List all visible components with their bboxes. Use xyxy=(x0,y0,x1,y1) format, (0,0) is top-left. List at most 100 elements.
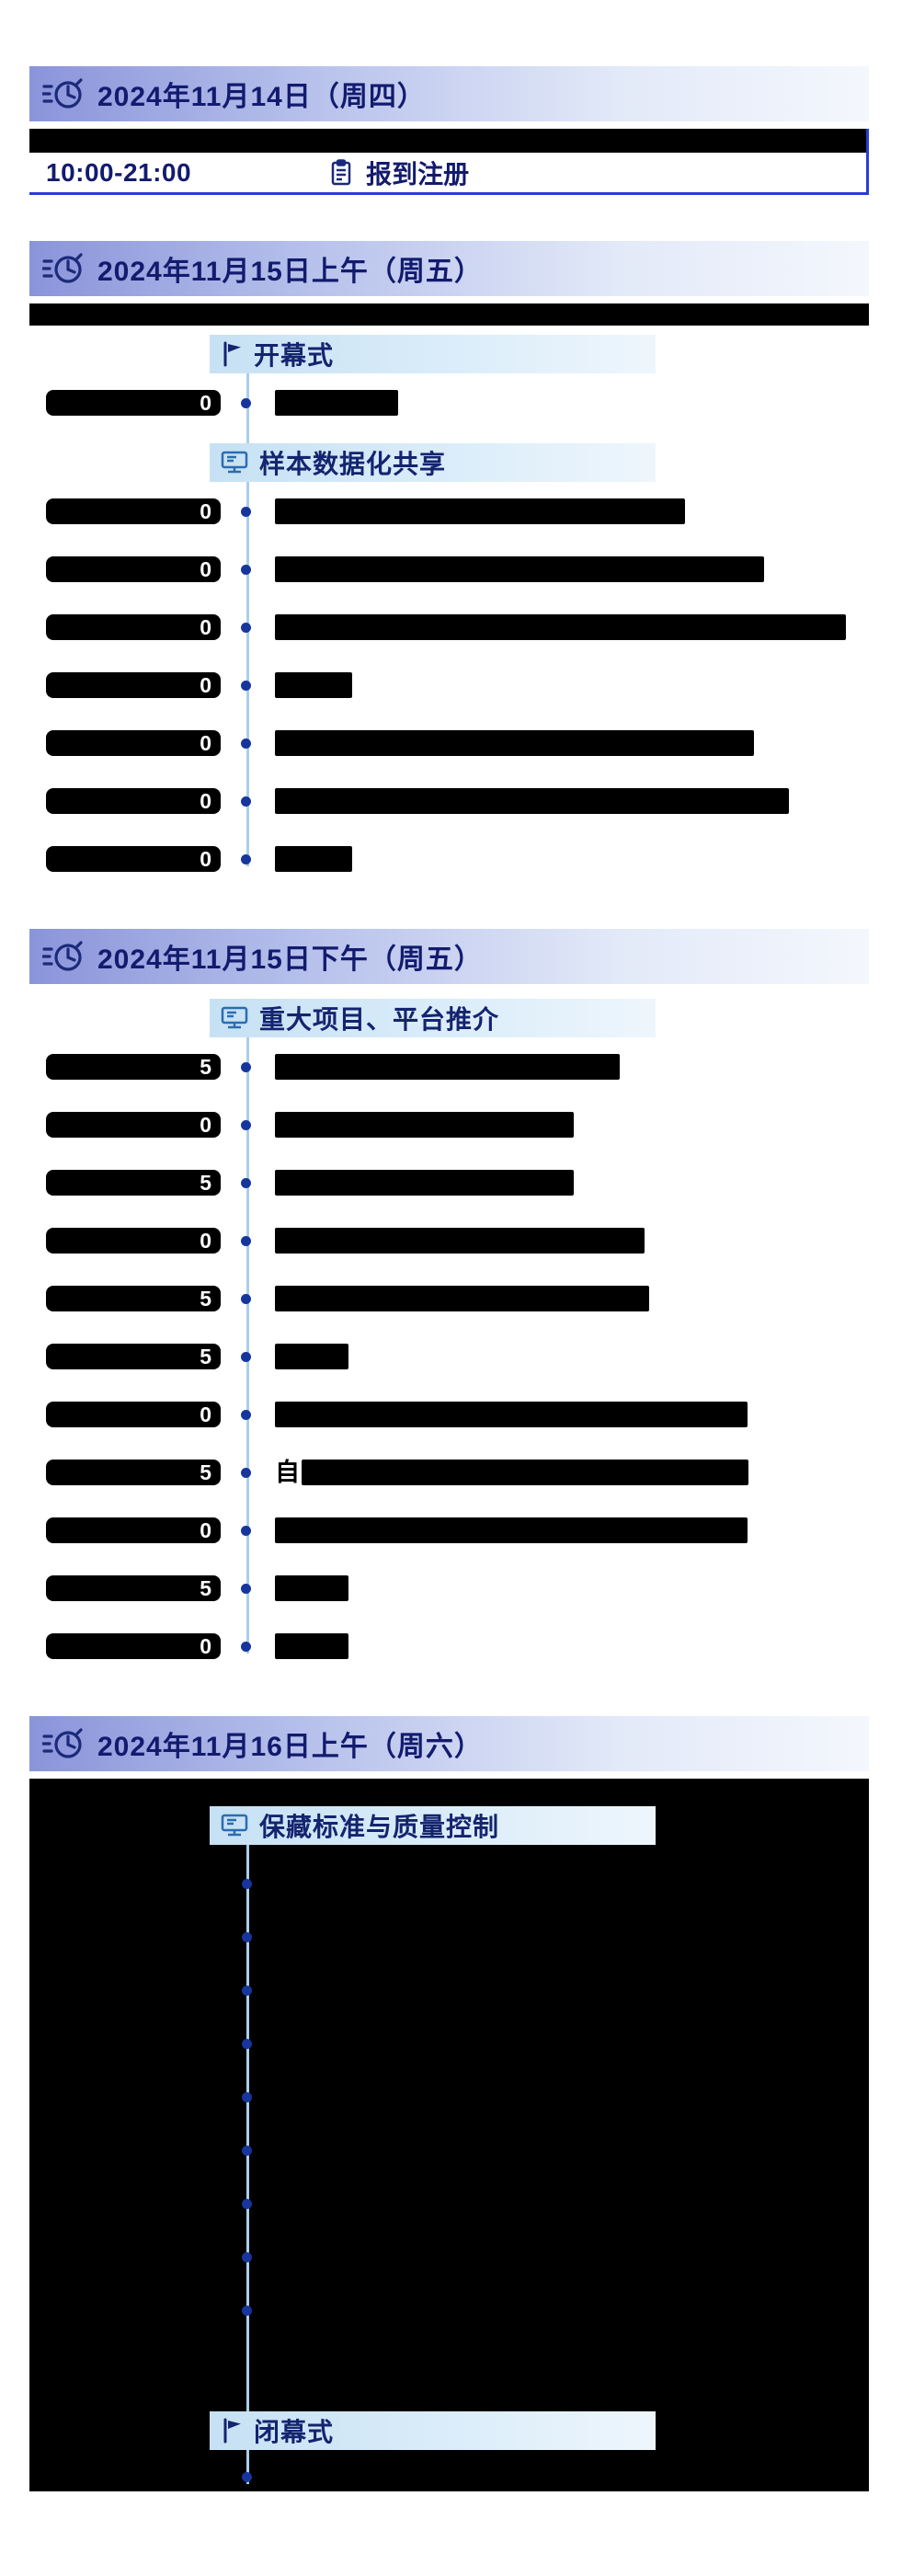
alarm-clock-icon xyxy=(42,938,85,975)
redacted-session-title xyxy=(275,1344,348,1369)
date-header-nov15-morning: 2024年11月15日上午（周五） xyxy=(29,241,869,296)
schedule-row: 0 xyxy=(29,1402,869,1427)
schedule-row: 5 xyxy=(29,1170,869,1196)
redacted-session-title xyxy=(275,788,789,814)
session-header-label: 闭幕式 xyxy=(254,2418,335,2446)
schedule-row: 0 xyxy=(29,1228,869,1254)
session-header-opening-ceremony: 开幕式 xyxy=(210,335,656,373)
redacted-time: 0 xyxy=(46,788,221,814)
timeline-dot xyxy=(241,506,251,517)
redacted-session-title xyxy=(302,1460,748,1485)
alarm-clock-icon xyxy=(42,250,85,287)
redacted-venue-line xyxy=(29,129,866,153)
redacted-time: 0 xyxy=(46,1112,221,1138)
redacted-time: 5 xyxy=(46,1286,221,1311)
redacted-session-title xyxy=(275,1517,748,1543)
redacted-time: 0 xyxy=(46,1228,221,1254)
timeline-dot xyxy=(241,564,251,575)
timeline-dot xyxy=(242,1932,252,1942)
timeline-dot xyxy=(241,853,251,864)
date-title: 2024年11月16日上午（周六） xyxy=(97,1732,483,1762)
redacted-session-title xyxy=(275,1402,748,1427)
timeline-dot xyxy=(242,2039,252,2049)
date-title: 2024年11月15日上午（周五） xyxy=(97,257,483,287)
timeline-dot xyxy=(242,2199,252,2209)
monitor-icon xyxy=(221,450,248,475)
redacted-time: 0 xyxy=(46,672,221,698)
day-block-nov15-afternoon: 2024年11月15日下午（周五） 重大项目、平台推介 5 0 5 xyxy=(29,929,869,1670)
timeline-line xyxy=(246,1012,249,1654)
session-header-major-projects: 重大项目、平台推介 xyxy=(210,999,656,1037)
session-header-label: 保藏标准与质量控制 xyxy=(259,1813,500,1841)
day-block-nov15-morning: 2024年11月15日上午（周五） 开幕式 0 样本数据化共享 xyxy=(29,241,869,883)
timeline-dot xyxy=(241,622,251,633)
date-header-nov14: 2024年11月14日（周四） xyxy=(29,66,869,121)
redacted-time: 0 xyxy=(46,730,221,756)
clipboard-icon xyxy=(329,158,355,187)
session-header-preservation-standards: 保藏标准与质量控制 xyxy=(210,1806,656,1845)
alarm-clock-icon xyxy=(42,75,85,112)
redacted-session-title xyxy=(275,614,846,640)
redacted-session-title xyxy=(275,1112,574,1138)
redacted-session-title xyxy=(275,672,352,698)
date-title: 2024年11月14日（周四） xyxy=(97,82,426,112)
session-header-label: 重大项目、平台推介 xyxy=(259,1005,500,1034)
schedule-row: 0 xyxy=(29,1112,869,1138)
redacted-time: 0 xyxy=(46,1402,221,1427)
schedule-row: 0 xyxy=(29,846,869,872)
schedule-row: 0 xyxy=(29,730,869,756)
redacted-time: 5 xyxy=(46,1575,221,1601)
redacted-venue-line xyxy=(29,303,869,326)
redacted-schedule-area: 保藏标准与质量控制 闭幕式 xyxy=(29,1779,869,2491)
monitor-icon xyxy=(221,1813,248,1838)
redacted-time: 5 xyxy=(46,1170,221,1196)
session-header-sample-data-sharing: 样本数据化共享 xyxy=(210,443,656,482)
schedule-row: 5 xyxy=(29,1575,869,1601)
timeline-dot xyxy=(242,2092,252,2102)
timeline-dot xyxy=(242,2472,252,2482)
session-title-visible-char: 自 xyxy=(275,1459,300,1486)
redacted-session-title xyxy=(275,846,352,872)
timeline-dot xyxy=(241,1235,251,1246)
date-header-nov16-morning: 2024年11月16日上午（周六） xyxy=(29,1716,869,1771)
timeline-dot xyxy=(241,1061,251,1072)
schedule-row: 5 xyxy=(29,1286,869,1311)
schedule-row: 0 xyxy=(29,390,869,416)
timeline-dot xyxy=(241,738,251,749)
registration-label: 报到注册 xyxy=(366,159,470,189)
day-block-nov14: 2024年11月14日（周四） 10:00-21:00 报到注册 xyxy=(29,66,869,195)
redacted-time: 5 xyxy=(46,1460,221,1485)
redacted-time: 0 xyxy=(46,846,221,872)
flag-icon xyxy=(221,341,243,367)
redacted-session-title xyxy=(275,1575,348,1601)
schedule-row: 0 xyxy=(29,1517,869,1543)
redacted-time: 0 xyxy=(46,390,221,416)
redacted-time: 5 xyxy=(46,1054,221,1080)
redacted-time: 5 xyxy=(46,1344,221,1369)
date-title: 2024年11月15日下午（周五） xyxy=(97,945,483,975)
timeline-dot xyxy=(241,1525,251,1536)
registration-row: 10:00-21:00 报到注册 xyxy=(29,153,866,195)
timeline-dot xyxy=(241,1177,251,1188)
monitor-icon xyxy=(221,1005,248,1031)
redacted-session-title xyxy=(275,1170,574,1196)
redacted-time: 0 xyxy=(46,1633,221,1659)
schedule-row: 0 xyxy=(29,614,869,640)
registration-table: 10:00-21:00 报到注册 xyxy=(29,129,869,195)
timeline-nov15-morning: 开幕式 0 样本数据化共享 0 0 xyxy=(29,335,869,883)
redacted-session-title xyxy=(275,1286,649,1311)
timeline-nov15-afternoon: 重大项目、平台推介 5 0 5 0 xyxy=(29,999,869,1670)
day-block-nov16-morning: 2024年11月16日上午（周六） 保藏标准与质量控制 xyxy=(29,1716,869,2491)
schedule-row: 5 xyxy=(29,1344,869,1369)
schedule-row: 5 自 xyxy=(29,1460,869,1485)
registration-time: 10:00-21:00 xyxy=(46,157,192,187)
redacted-time: 0 xyxy=(46,614,221,640)
timeline-line xyxy=(246,348,249,866)
session-header-closing-ceremony: 闭幕式 xyxy=(210,2411,656,2450)
redacted-time: 0 xyxy=(46,556,221,582)
conference-schedule-page: 2024年11月14日（周四） 10:00-21:00 报到注册 2024年11… xyxy=(29,66,869,2491)
schedule-row: 0 xyxy=(29,788,869,814)
flag-icon xyxy=(221,2418,243,2444)
redacted-time: 0 xyxy=(46,498,221,524)
timeline-dot xyxy=(242,2252,252,2262)
